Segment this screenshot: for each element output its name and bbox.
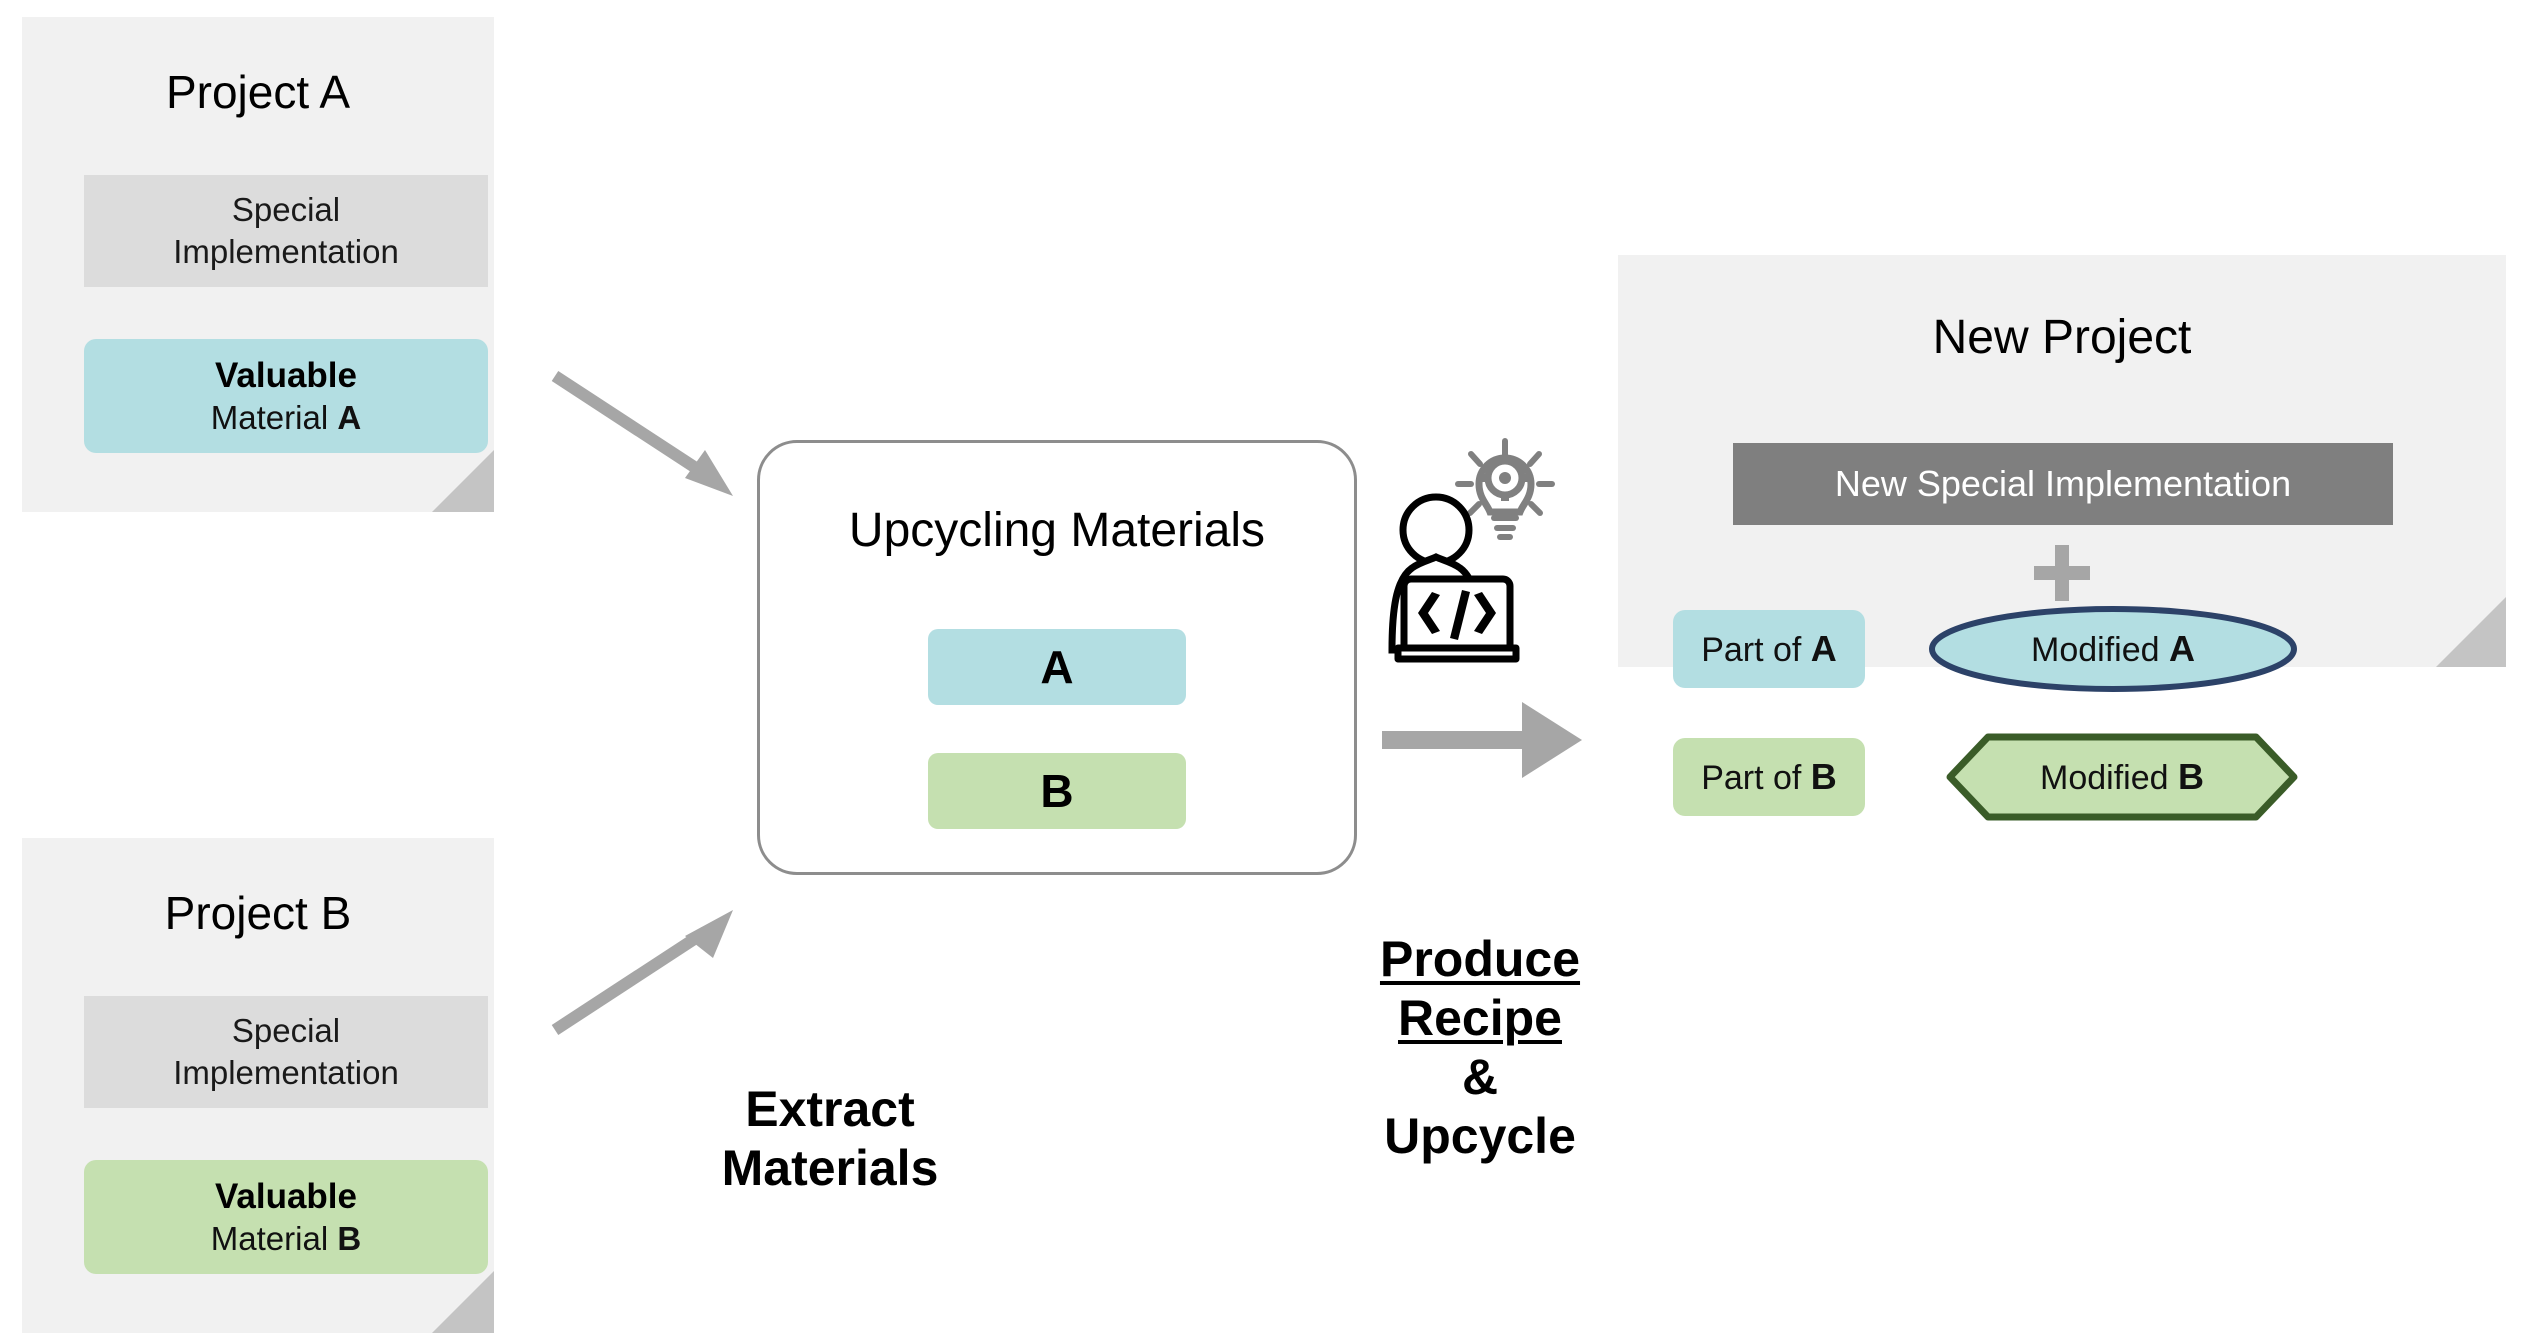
material-chip-a: A	[928, 629, 1186, 705]
modified-b-shape: Modified B	[1946, 733, 2298, 821]
modified-a-shape: Modified A	[1928, 605, 2298, 693]
new-special-implementation-label: New Special Implementation	[1834, 463, 2292, 504]
project-b-title: Project B	[164, 887, 352, 939]
special-line-1: Special	[231, 190, 341, 228]
special-line-1: Special	[231, 1011, 341, 1049]
extract-materials-label: Extract Materials	[630, 1080, 1030, 1198]
produce-line-1: Produce	[1379, 931, 1581, 987]
project-b-card: Project B Special Implementation Valuabl…	[22, 838, 494, 1333]
project-a-title: Project A	[165, 66, 351, 118]
arrow-project-a-to-upcycling	[551, 370, 733, 496]
part-of-b-chip: Part of B	[1673, 738, 1865, 816]
lightbulb-gear-icon	[1455, 438, 1555, 540]
page-fold-corner-b	[432, 1271, 494, 1333]
part-of-b-label: Part of B	[1701, 756, 1837, 797]
page-fold-corner-new-project	[2436, 597, 2506, 667]
new-project-panel: New Project New Special Implementation P…	[1618, 255, 2506, 821]
project-b-special-implementation: Special Implementation	[84, 996, 488, 1108]
produce-recipe-upcycle-label: Produce Recipe & Upcycle	[1310, 930, 1650, 1166]
upcycling-materials-box: Upcycling Materials A B	[757, 440, 1357, 875]
modified-b-label: Modified B	[2040, 756, 2204, 797]
produce-line-3: &	[1461, 1049, 1499, 1105]
page-fold-corner-a	[432, 450, 494, 512]
material-chip-b: B	[928, 753, 1186, 829]
new-project-title: New Project	[1932, 311, 2192, 364]
material-chip-b-label: B	[1040, 765, 1074, 817]
extract-line-1: Extract	[745, 1081, 915, 1137]
developer-icon-group	[1378, 418, 1608, 668]
new-special-implementation-box: New Special Implementation	[1733, 443, 2393, 525]
valuable-line-1: Valuable	[214, 1176, 358, 1216]
extract-line-2: Materials	[721, 1140, 939, 1196]
special-line-2: Implementation	[173, 233, 399, 270]
project-b-valuable-material: Valuable Material B	[84, 1160, 488, 1274]
project-a-valuable-material: Valuable Material A	[84, 339, 488, 453]
project-a-card: Project A Special Implementation Valuabl…	[22, 17, 494, 512]
project-a-special-implementation: Special Implementation	[84, 175, 488, 287]
arrow-project-b-to-upcycling	[551, 910, 733, 1036]
ellipse-icon	[1929, 606, 2297, 692]
modified-a-label: Modified A	[2031, 628, 2195, 669]
gear-icon	[1482, 455, 1528, 501]
part-of-a-label: Part of A	[1701, 628, 1837, 669]
valuable-line-1: Valuable	[214, 355, 358, 395]
produce-line-4: Upcycle	[1384, 1108, 1576, 1164]
special-line-2: Implementation	[173, 1054, 399, 1091]
plus-icon	[2034, 545, 2090, 601]
material-chip-a-label: A	[1040, 641, 1074, 693]
hexagon-icon	[1946, 733, 2298, 821]
valuable-line-2: Material B	[210, 1220, 362, 1258]
valuable-line-2: Material A	[210, 399, 362, 437]
upcycling-materials-title: Upcycling Materials	[848, 504, 1266, 557]
part-of-a-chip: Part of A	[1673, 610, 1865, 688]
code-brackets-icon	[1418, 590, 1496, 640]
produce-line-2: Recipe	[1398, 990, 1562, 1046]
arrow-upcycling-to-new-project	[1382, 702, 1582, 778]
